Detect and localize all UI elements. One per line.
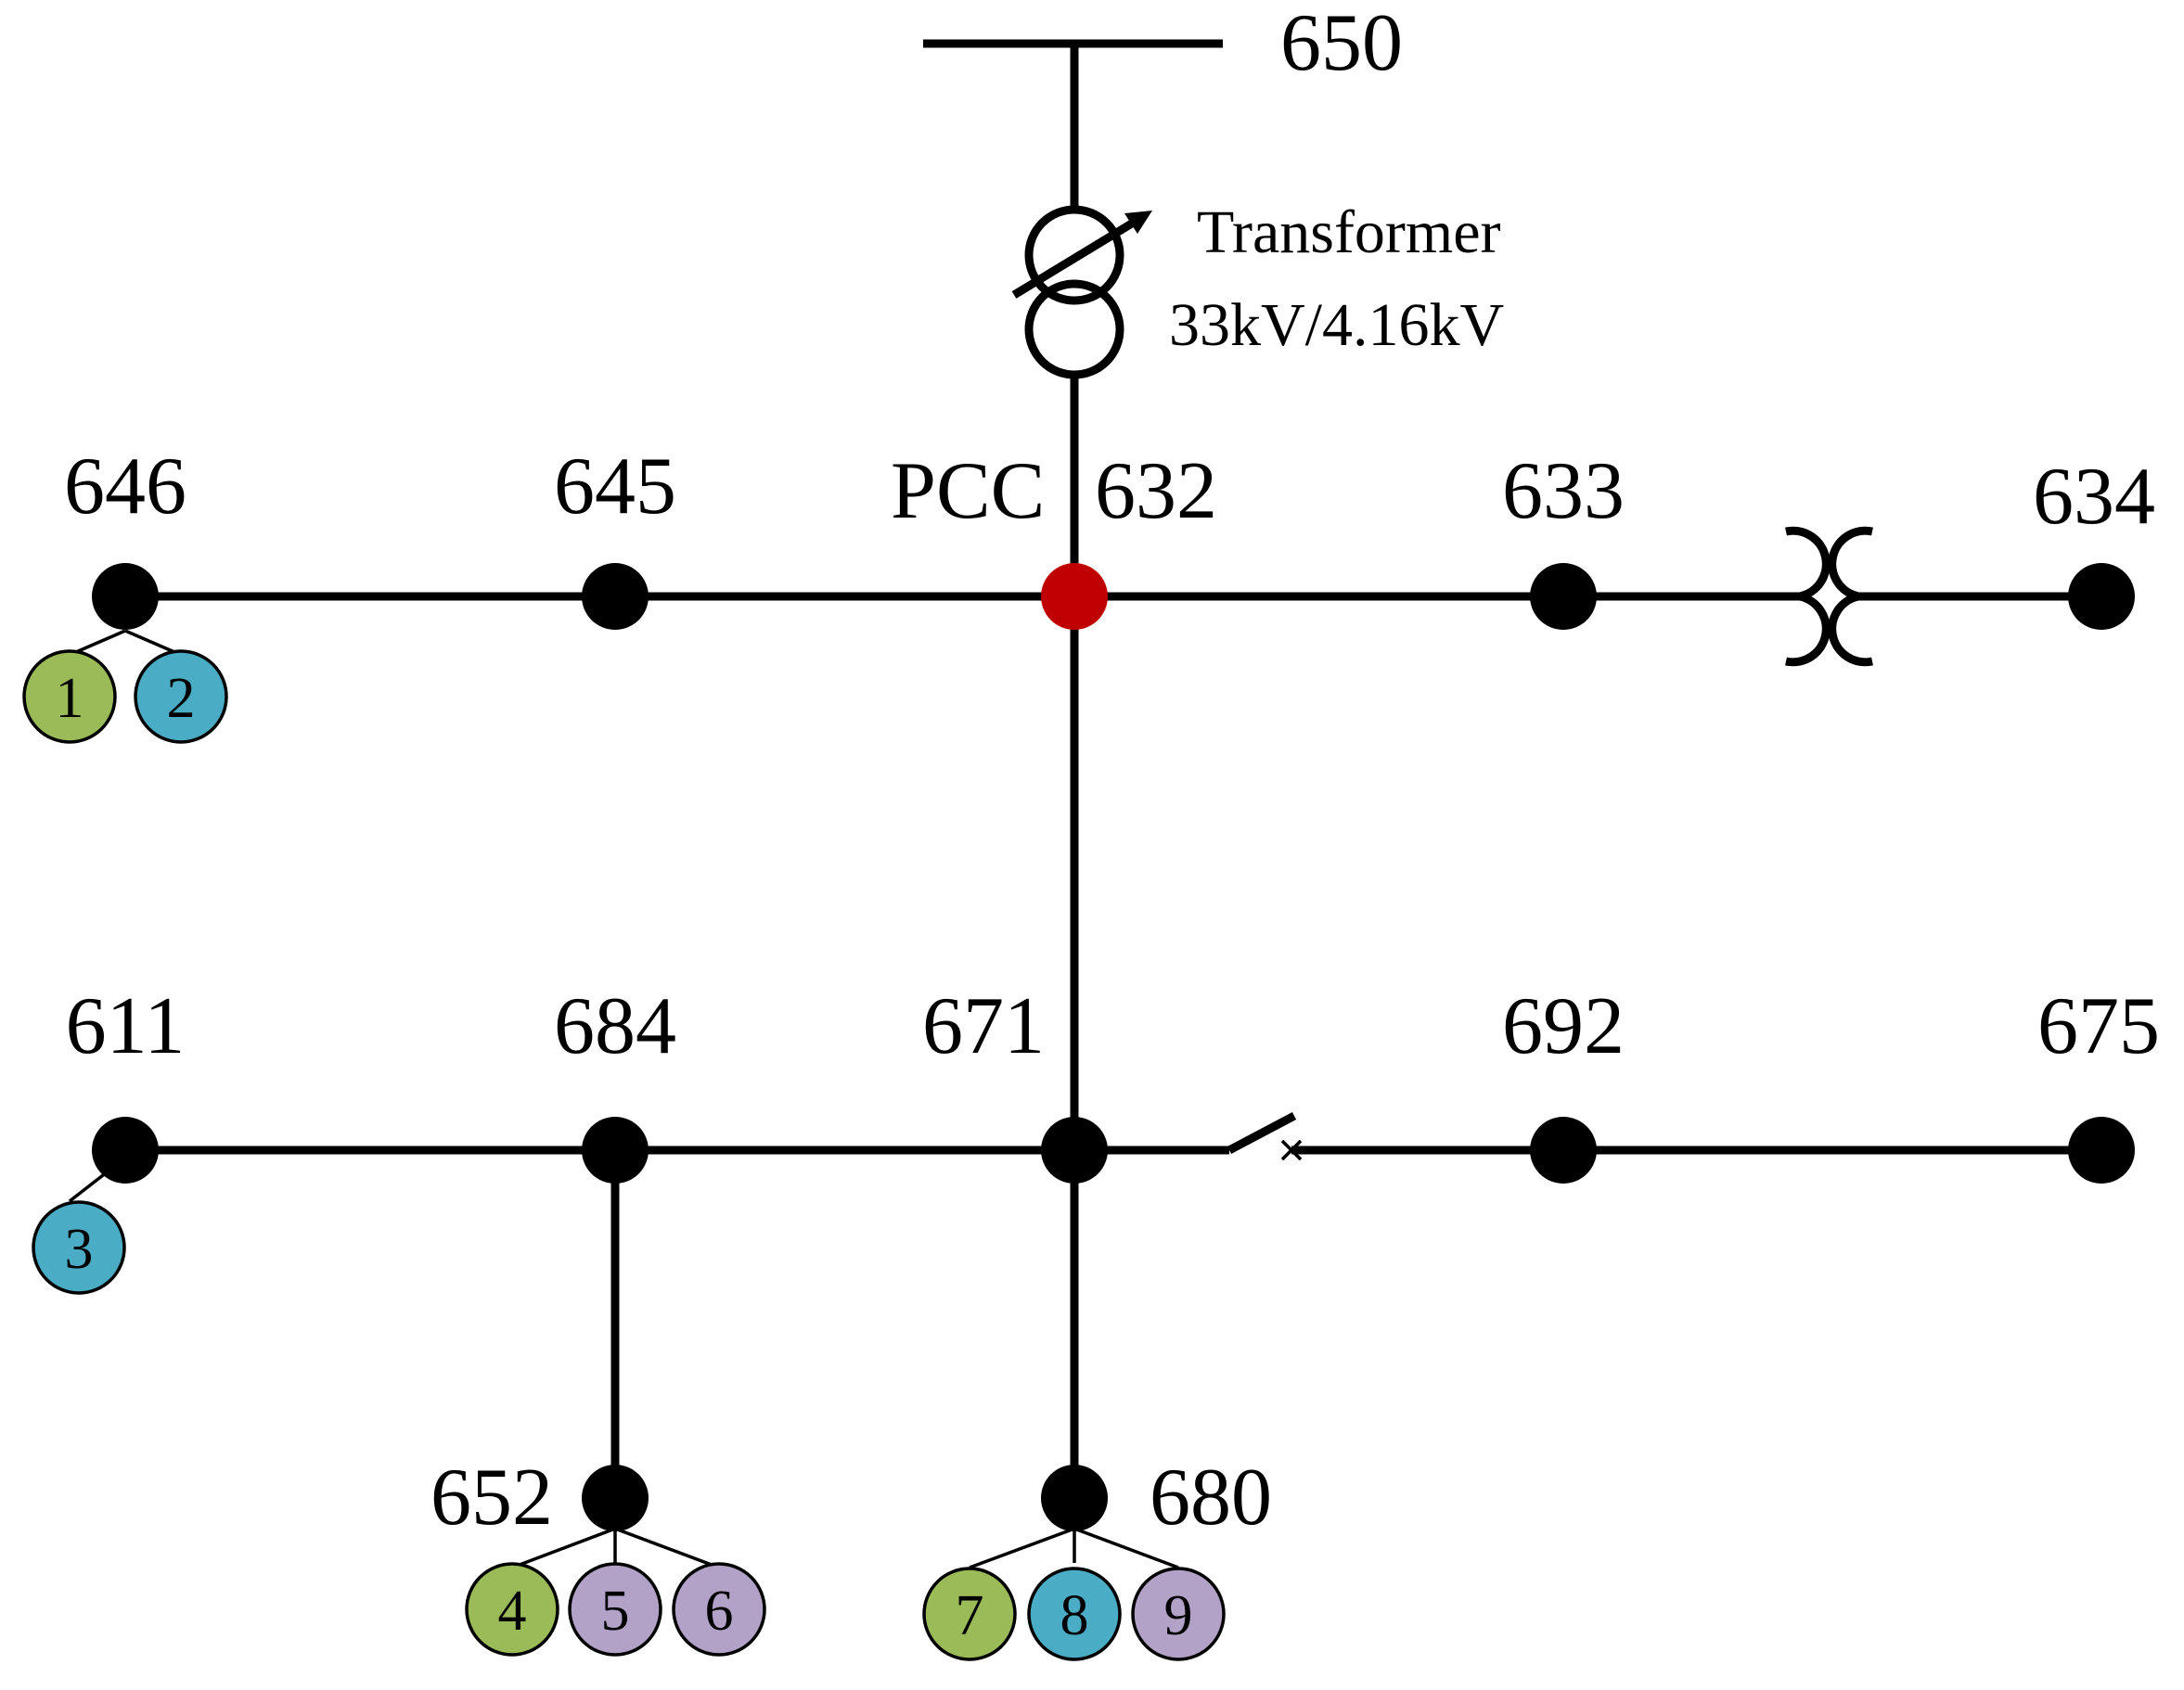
der-9: 9 [1131,1567,1226,1661]
bus-node-692 [1530,1117,1597,1184]
switch-blade-icon [1227,1112,1297,1154]
der-link [614,1527,720,1569]
transformer-title: Transformer [1197,198,1501,266]
bus-label-634: 634 [2033,452,2155,542]
bus-node-646 [92,563,159,630]
pcc-label: PCC [891,446,1045,536]
der-number: 7 [956,1584,984,1647]
der-number: 4 [498,1580,527,1643]
bus-label-692: 692 [1502,981,1625,1071]
bus-label-611: 611 [66,981,186,1071]
der-circle [568,1562,662,1657]
bus-node-684 [582,1117,649,1184]
der-circle [134,649,228,744]
der-1: 1 [22,649,117,744]
bus-node-652 [582,1465,649,1531]
der-number: 3 [65,1218,94,1281]
tap-changer-arrowhead-icon [1124,211,1152,234]
bus-label-650: 650 [1280,0,1403,88]
der-number: 5 [601,1580,630,1643]
bus-node-671 [1041,1117,1108,1184]
der-number: 1 [56,667,84,730]
bus-label-632: 632 [1095,446,1217,536]
inline-transformer-coil-left-icon [1785,526,1831,667]
transformer-winding-primary [1024,205,1124,305]
der-circle [22,649,117,744]
der-number: 6 [705,1580,734,1643]
der-number: 8 [1060,1584,1089,1647]
bus-label-652: 652 [430,1453,553,1543]
der-circle [1027,1567,1122,1661]
der-2: 2 [134,649,228,744]
bus-label-680: 680 [1150,1453,1272,1543]
bus-label-646: 646 [64,442,186,531]
tap-changer-arrow-icon [1011,215,1142,299]
der-link [1073,1527,1179,1569]
bus-label-671: 671 [922,981,1045,1071]
der-circle [672,1562,766,1657]
bus-label-645: 645 [554,442,676,531]
der-circle [465,1562,559,1657]
bus-node-680 [1041,1465,1108,1531]
der-7: 7 [922,1567,1017,1661]
der-number: 9 [1164,1584,1193,1647]
bus-node-634 [2068,563,2135,630]
bus-label-675: 675 [2037,981,2160,1071]
der-circle [32,1200,126,1295]
der-number: 2 [167,667,196,730]
bus-label-684: 684 [554,981,676,1071]
bus-node-645 [582,563,649,630]
der-link [969,1527,1075,1569]
der-circle [922,1567,1017,1661]
der-6: 6 [672,1562,766,1657]
bus-node-633 [1530,563,1597,630]
der-5: 5 [568,1562,662,1657]
bus-label-633: 633 [1502,446,1625,536]
der-3: 3 [32,1200,126,1295]
bus-node-611 [92,1117,159,1184]
transformer-rating: 33kV/4.16kV [1169,291,1504,359]
der-8: 8 [1027,1567,1122,1661]
bus-node-675 [2068,1117,2135,1184]
der-link [511,1527,616,1569]
der-circle [1131,1567,1226,1661]
der-4: 4 [465,1562,559,1657]
bus-node-632-pcc [1041,563,1108,630]
